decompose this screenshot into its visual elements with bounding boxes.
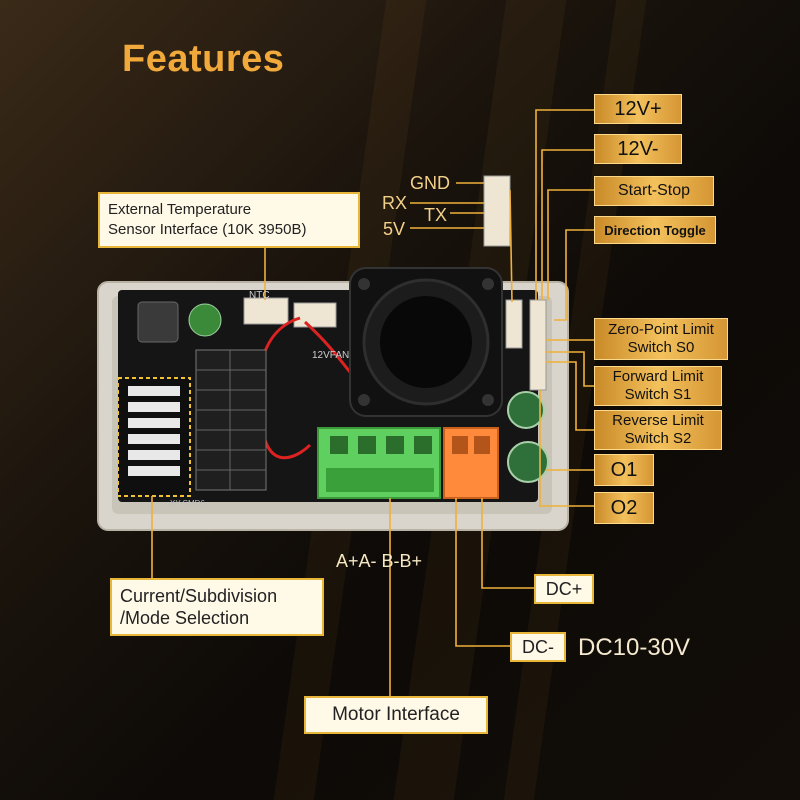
fan-silk: 12VFAN [312, 350, 349, 361]
tx-label: TX [424, 205, 448, 225]
5v-label: 5V [383, 219, 406, 239]
temp-sensor-text: External Temperature Sensor Interface (1… [108, 201, 307, 238]
tag-12v-minus: 12V- [594, 134, 682, 164]
rx-label: RX [382, 193, 408, 213]
dc-minus-label: DC- [510, 632, 566, 662]
gnd-label: GND [410, 173, 450, 193]
tag-o1: O1 [594, 454, 654, 486]
tag-zero-point-limit: Zero-Point Limit Switch S0 [594, 318, 728, 360]
tag-12v-plus: 12V+ [594, 94, 682, 124]
dc-minus-text: DC- [522, 636, 554, 657]
temp-sensor-label: External Temperature Sensor Interface (1… [98, 192, 360, 248]
tag-o2: O2 [594, 492, 654, 524]
motor-interface-text: Motor Interface [332, 704, 460, 725]
tag-reverse-limit: Reverse Limit Switch S2 [594, 410, 722, 450]
current-mode-label: Current/Subdivision /Mode Selection [110, 578, 324, 636]
tag-forward-limit: Forward Limit Switch S1 [594, 366, 722, 406]
dc-plus-text: DC+ [545, 578, 583, 599]
dc-plus-label: DC+ [534, 574, 594, 604]
tag-start-stop: Start-Stop [594, 176, 714, 206]
tag-direction-toggle: Direction Toggle [594, 216, 716, 244]
smd-silk: XY-SMD6 [170, 499, 205, 508]
motor-interface-label: Motor Interface [304, 696, 488, 734]
page-title: Features [122, 38, 285, 80]
ntc-silk: NTC [249, 290, 270, 301]
current-mode-text: Current/Subdivision /Mode Selection [120, 586, 278, 628]
motor-pins-label: A+A- B-B+ [336, 551, 423, 571]
dc-range-label: DC10-30V [578, 634, 691, 661]
